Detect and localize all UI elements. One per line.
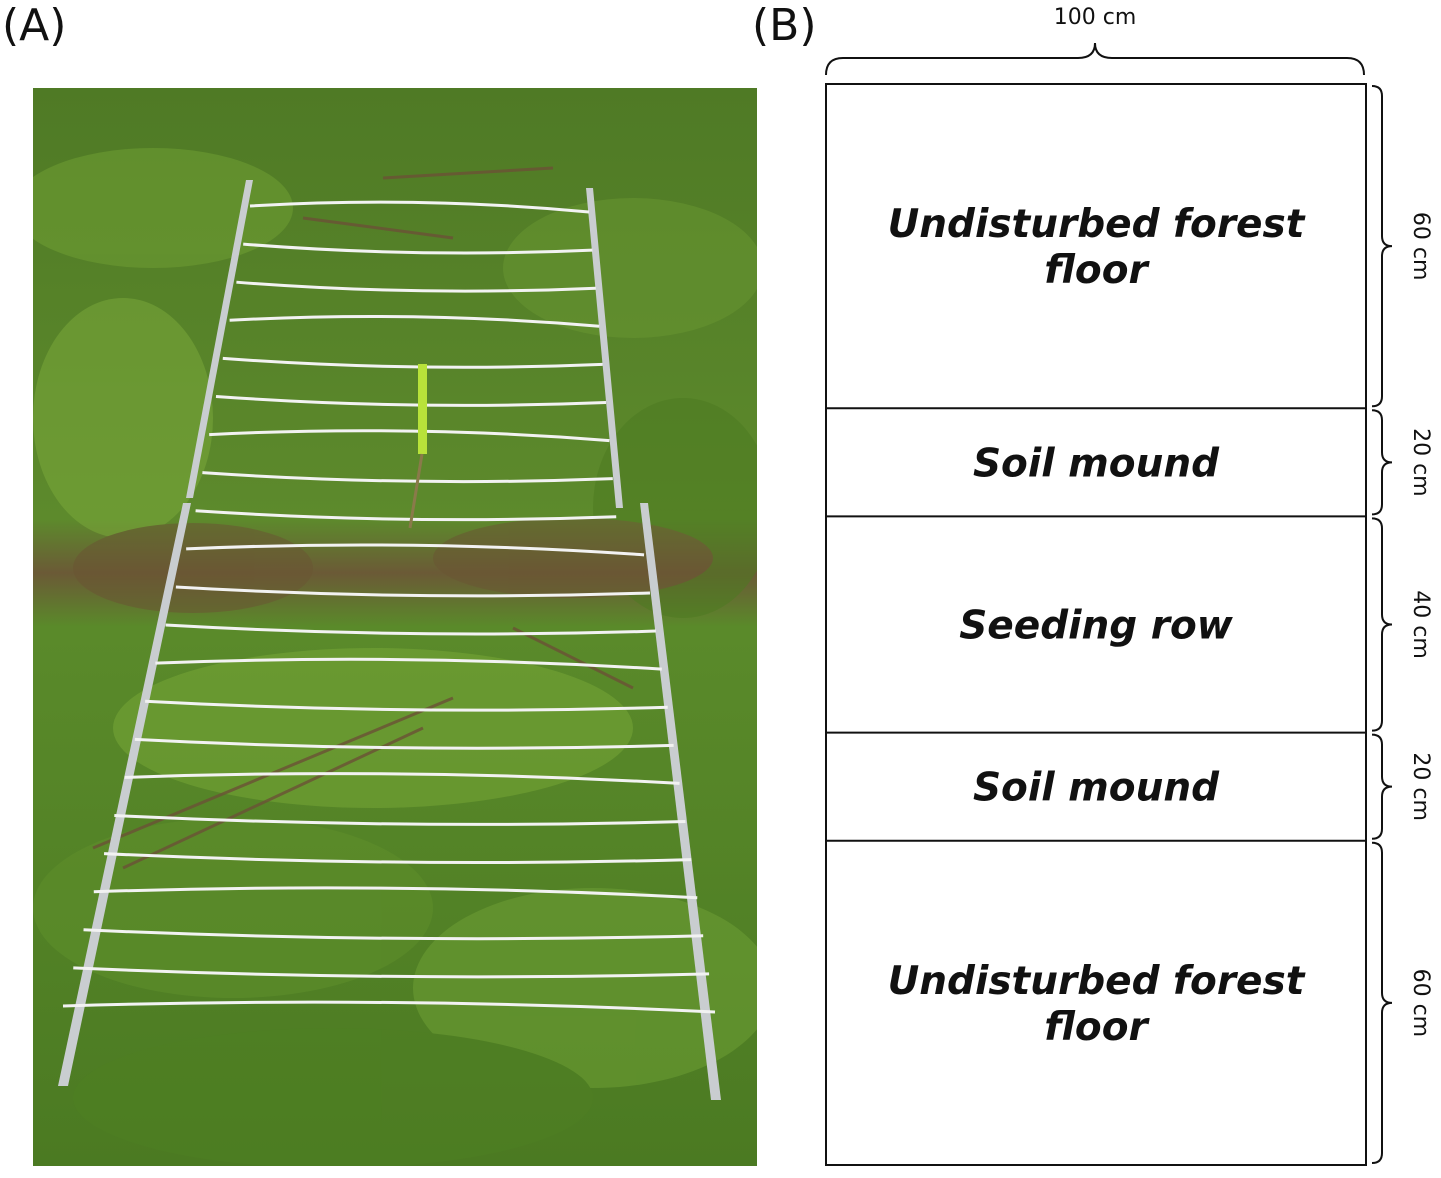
- measuring-frame: [58, 180, 721, 1100]
- frame-string: [195, 509, 617, 522]
- frame-string: [155, 657, 662, 671]
- height-label: 60 cm: [1408, 969, 1433, 1038]
- frame-string: [186, 543, 645, 557]
- frame-string: [62, 1000, 716, 1014]
- frame-string: [202, 471, 613, 484]
- zone-label: floor: [1044, 1005, 1150, 1050]
- zone-label: Seeding row: [959, 604, 1234, 649]
- panel-a-label: (A): [2, 0, 67, 51]
- frame-string: [243, 242, 593, 255]
- height-label: 60 cm: [1408, 212, 1433, 281]
- marker-stick: [418, 364, 427, 454]
- height-label: 20 cm: [1408, 428, 1433, 497]
- height-label: 40 cm: [1408, 590, 1433, 659]
- plot-outline: [825, 83, 1367, 1166]
- frame-string: [83, 928, 704, 941]
- height-brace: [1371, 841, 1393, 1164]
- frame-string: [249, 200, 590, 214]
- frame-string: [93, 886, 698, 900]
- frame-string: [175, 585, 651, 598]
- frame-string: [145, 699, 668, 712]
- zone-label: Undisturbed forest: [888, 959, 1306, 1004]
- frame-string: [165, 623, 656, 636]
- width-label: 100 cm: [1054, 5, 1137, 30]
- height-brace: [1371, 733, 1393, 840]
- frame-string: [124, 772, 680, 785]
- width-brace: [825, 42, 1365, 76]
- frame-string: [73, 966, 710, 979]
- frame-string: [134, 737, 674, 750]
- frame-string: [215, 394, 607, 407]
- frame-strings: [62, 200, 716, 1014]
- height-brace: [1371, 517, 1393, 732]
- zone-label: Soil mound: [973, 441, 1220, 486]
- height-brace: [1371, 85, 1393, 408]
- frame-string: [114, 814, 686, 826]
- frame-string: [236, 280, 596, 293]
- panel-b-label: (B): [752, 0, 817, 51]
- height-label: 20 cm: [1408, 752, 1433, 821]
- forest-floor-photo: [33, 88, 757, 1166]
- frame-string: [103, 852, 692, 865]
- zone-label: Undisturbed forest: [888, 202, 1306, 247]
- zone-label: floor: [1044, 248, 1150, 293]
- height-brace: [1371, 409, 1393, 516]
- frame-string: [209, 429, 610, 443]
- frame-string: [222, 356, 603, 369]
- frame-string: [229, 314, 600, 328]
- zone-label: Soil mound: [973, 766, 1220, 811]
